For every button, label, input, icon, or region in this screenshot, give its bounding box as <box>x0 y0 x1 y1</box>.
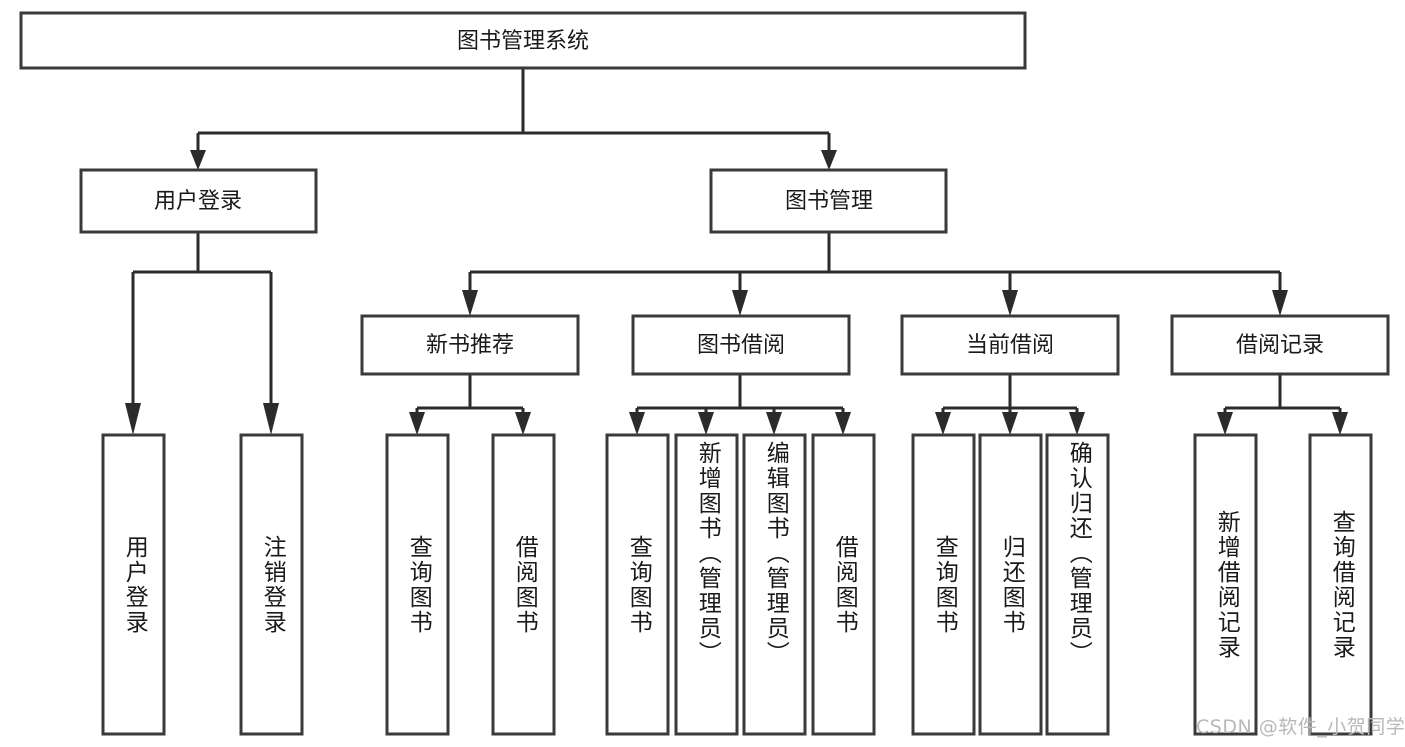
connectors-current-borrow-to-leaves <box>935 374 1085 435</box>
leaf-box-logout[interactable] <box>239 433 304 736</box>
connectors-book-mgmt-to-level3 <box>462 232 1288 316</box>
node-current-borrow-box[interactable] <box>900 314 1120 376</box>
leaf-box-return-book[interactable] <box>978 433 1043 736</box>
arrowhead-bb-leaf-4 <box>835 412 851 435</box>
node-user-login-label: 用户登录 <box>154 189 242 214</box>
arrowhead-cb-leaf-1 <box>935 412 951 435</box>
arrowhead-user-login <box>190 150 206 170</box>
arrowhead-bb-leaf-3 <box>766 412 782 435</box>
node-root[interactable]: 图书管理系统 <box>19 11 1027 70</box>
arrowhead-nb-leaf-2 <box>515 412 531 435</box>
node-book-management-box[interactable] <box>709 168 948 234</box>
node-book-management-label: 图书管理 <box>785 189 873 214</box>
node-book-management[interactable]: 图书管理 <box>709 168 948 234</box>
node-borrow-record-label: 借阅记录 <box>1236 333 1324 358</box>
node-new-book-recommend-label: 新书推荐 <box>426 333 514 358</box>
connectors-new-book-to-leaves <box>409 374 531 435</box>
arrowhead-bb-leaf-2 <box>698 412 714 435</box>
node-current-borrow[interactable]: 当前借阅 <box>900 314 1120 376</box>
leaf-box-borrow-book-2[interactable] <box>811 433 876 736</box>
arrowhead-nb-leaf-1 <box>409 412 425 435</box>
arrowhead-new-book <box>462 290 478 316</box>
watermark-csdn: CSDN @软件_小贺同学 <box>1196 716 1405 738</box>
connectors-user-login-to-leaves <box>125 232 279 435</box>
leaf-box-query-borrow-record[interactable] <box>1308 433 1373 736</box>
arrowhead-borrow-record <box>1272 290 1288 316</box>
arrowhead-cb-leaf-2 <box>1002 412 1018 435</box>
leaf-box-confirm-return-admin[interactable] <box>1045 433 1110 736</box>
node-book-borrow-box[interactable] <box>631 314 851 376</box>
connectors-root-to-level2 <box>190 68 837 170</box>
node-user-login[interactable]: 用户登录 <box>79 168 318 234</box>
arrowhead-book-mgmt <box>821 150 837 170</box>
leaf-boxes <box>101 433 1373 736</box>
connectors-borrow-book-to-leaves <box>629 374 851 435</box>
node-current-borrow-label: 当前借阅 <box>966 333 1054 358</box>
leaf-box-add-book-admin[interactable] <box>674 433 739 736</box>
connectors-borrow-record-to-leaves <box>1217 374 1348 435</box>
node-borrow-record[interactable]: 借阅记录 <box>1170 314 1390 376</box>
arrowhead-br-leaf-1 <box>1217 412 1233 435</box>
arrowhead-leaf-user-login <box>125 403 141 435</box>
arrowhead-borrow-book <box>732 290 748 316</box>
node-user-login-box[interactable] <box>79 168 318 234</box>
node-root-label: 图书管理系统 <box>457 29 589 54</box>
arrowhead-current-borrow <box>1002 290 1018 316</box>
node-root-box[interactable] <box>19 11 1027 70</box>
leaf-box-borrow-book-1[interactable] <box>491 433 556 736</box>
leaf-box-add-borrow-record[interactable] <box>1193 433 1258 736</box>
arrowhead-br-leaf-2 <box>1332 412 1348 435</box>
leaf-box-query-book-2[interactable] <box>605 433 670 736</box>
node-new-book-recommend-box[interactable] <box>360 314 580 376</box>
leaf-box-edit-book-admin[interactable] <box>742 433 807 736</box>
leaf-box-query-book-1[interactable] <box>385 433 450 736</box>
arrowhead-cb-leaf-3 <box>1069 412 1085 435</box>
arrowhead-bb-leaf-1 <box>629 412 645 435</box>
leaf-box-user-login[interactable] <box>101 433 166 736</box>
node-borrow-record-box[interactable] <box>1170 314 1390 376</box>
node-book-borrow-label: 图书借阅 <box>697 333 785 358</box>
arrowhead-leaf-logout <box>263 403 279 435</box>
node-book-borrow[interactable]: 图书借阅 <box>631 314 851 376</box>
leaf-box-query-book-3[interactable] <box>911 433 976 736</box>
node-new-book-recommend[interactable]: 新书推荐 <box>360 314 580 376</box>
